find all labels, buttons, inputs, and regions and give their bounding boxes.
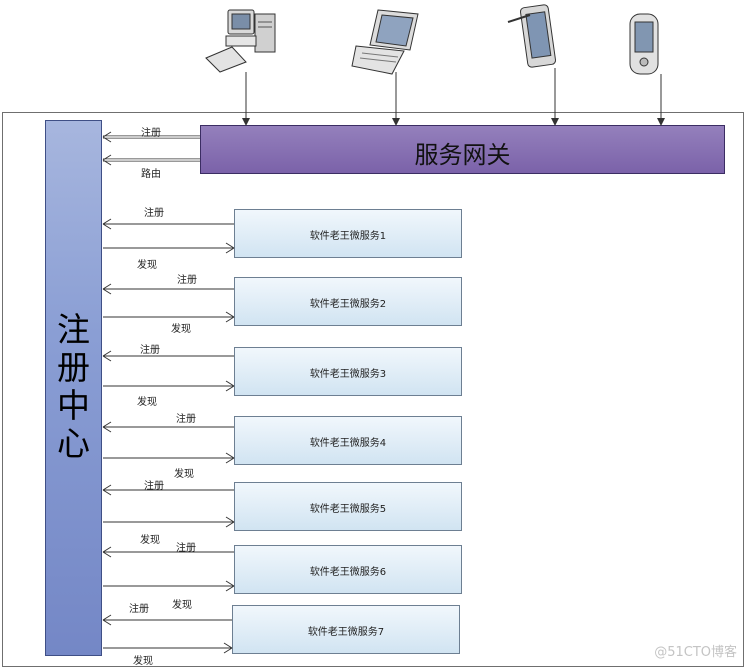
discover-label-5: 发现 <box>140 535 160 546</box>
register-label-6: 注册 <box>176 543 196 554</box>
watermark: @51CTO博客 <box>654 645 737 660</box>
service-box-6: 软件老王微服务6 <box>234 545 462 594</box>
service-arrows <box>102 218 235 654</box>
discover-label-3: 发现 <box>137 397 157 408</box>
discover-label-7: 发现 <box>133 656 153 667</box>
desktop-computer-icon <box>205 9 276 73</box>
register-label-1: 注册 <box>144 208 164 219</box>
service-gateway-label: 服务网关 <box>414 141 511 169</box>
register-label-3: 注册 <box>140 345 160 356</box>
register-label-7: 注册 <box>129 604 149 615</box>
service-label: 软件老王微服务2 <box>309 299 387 310</box>
discover-label-6: 发现 <box>172 600 192 611</box>
laptop-icon <box>351 9 419 75</box>
register-label-4: 注册 <box>176 414 196 425</box>
service-gateway: 服务网关 <box>200 125 725 174</box>
service-label: 软件老王微服务5 <box>309 504 387 515</box>
service-label: 软件老王微服务4 <box>309 438 387 449</box>
service-box-7: 软件老王微服务7 <box>232 605 460 654</box>
register-label-2: 注册 <box>177 275 197 286</box>
registry-center-label: 注 册 中 心 <box>57 310 90 463</box>
service-box-4: 软件老王微服务4 <box>234 416 462 465</box>
discover-label-2: 发现 <box>171 324 191 335</box>
service-box-3: 软件老王微服务3 <box>234 347 462 396</box>
service-label: 软件老王微服务6 <box>309 567 387 578</box>
diagram-frame <box>2 112 744 667</box>
gateway-route-label: 路由 <box>141 169 161 180</box>
service-box-2: 软件老王微服务2 <box>234 277 462 326</box>
service-label: 软件老王微服务1 <box>309 231 387 242</box>
register-label-5: 注册 <box>144 481 164 492</box>
gateway-register-label: 注册 <box>141 128 161 139</box>
discover-label-4: 发现 <box>174 469 194 480</box>
service-box-5: 软件老王微服务5 <box>234 482 462 531</box>
discover-label-1: 发现 <box>137 260 157 271</box>
service-label: 软件老王微服务7 <box>307 627 385 638</box>
tablet-icon <box>507 4 557 68</box>
registry-center: 注 册 中 心 <box>45 120 102 656</box>
pda-icon <box>629 13 659 75</box>
service-box-1: 软件老王微服务1 <box>234 209 462 258</box>
service-label: 软件老王微服务3 <box>309 369 387 380</box>
